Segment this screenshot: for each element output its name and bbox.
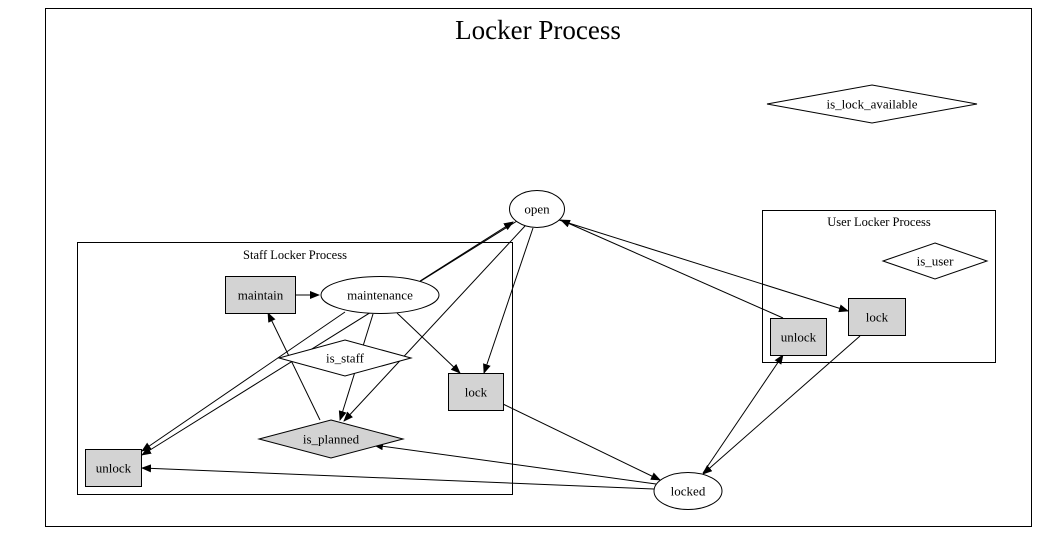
edge-locked-to-staff-unlock	[141, 464, 655, 490]
cluster-staff-label: Staff Locker Process	[243, 248, 347, 262]
node-is-lock-available-label: is_lock_available	[827, 97, 918, 112]
cluster-user-border	[762, 210, 996, 363]
node-is-user[interactable]: is_user	[881, 242, 989, 280]
edges	[141, 219, 861, 490]
node-maintenance[interactable]: maintenance	[320, 276, 440, 314]
edge-open-to-is-planned	[343, 225, 526, 422]
node-is-lock-available-shape	[766, 84, 978, 124]
edge-locked-to-is-planned	[373, 442, 657, 485]
node-is-staff-shape	[277, 339, 413, 377]
node-user-lock-shape	[848, 298, 906, 336]
node-user-lock[interactable]: lock	[848, 298, 906, 336]
edge-open-to-user-lock	[558, 219, 849, 313]
graph-frame	[45, 8, 1032, 527]
edge-maintenance-to-staff-lock	[396, 312, 461, 374]
node-staff-lock-shape	[448, 373, 504, 411]
edge-open-to-staff-unlock	[141, 220, 518, 456]
node-open-shape	[509, 190, 565, 228]
cluster-staff-border	[77, 242, 513, 495]
node-open[interactable]: open	[509, 190, 565, 228]
node-staff-lock[interactable]: lock	[448, 373, 504, 411]
node-is-planned-shape	[257, 419, 405, 459]
node-locked-label: locked	[671, 484, 706, 499]
node-staff-unlock-shape	[85, 449, 142, 487]
node-user-unlock-label: unlock	[781, 330, 817, 345]
node-is-staff[interactable]: is_staff	[277, 339, 413, 377]
node-is-user-label: is_user	[917, 254, 955, 269]
graph-title: Locker Process	[455, 15, 621, 45]
node-maintain[interactable]: maintain	[225, 276, 296, 314]
node-locked-shape	[653, 472, 723, 510]
edge-is-planned-to-maintain	[267, 312, 321, 421]
node-is-planned-label: is_planned	[303, 432, 360, 447]
edge-maintenance-to-staff-unlock	[141, 311, 346, 452]
node-maintenance-label: maintenance	[347, 288, 413, 303]
node-user-unlock[interactable]: unlock	[770, 318, 827, 356]
node-user-unlock-shape	[770, 318, 827, 356]
node-staff-unlock[interactable]: unlock	[85, 449, 142, 487]
node-user-lock-label: lock	[866, 310, 889, 325]
node-staff-unlock-label: unlock	[96, 461, 132, 476]
node-open-label: open	[524, 202, 550, 217]
cluster-staff: Staff Locker Process	[77, 242, 513, 495]
edge-user-unlock-to-open	[560, 219, 784, 319]
edge-user-lock-to-locked	[702, 335, 861, 475]
node-is-planned[interactable]: is_planned	[257, 419, 405, 459]
node-maintenance-shape	[320, 276, 440, 314]
node-is-user-shape	[881, 242, 989, 280]
node-locked[interactable]: locked	[653, 472, 723, 510]
edge-maintenance-to-open	[419, 221, 514, 282]
edge-staff-lock-to-locked	[502, 403, 661, 481]
node-is-staff-label: is_staff	[326, 351, 365, 366]
edge-locked-to-user-unlock	[702, 354, 784, 474]
cluster-user-label: User Locker Process	[827, 215, 931, 229]
node-maintain-shape	[225, 276, 296, 314]
edge-open-to-staff-lock	[483, 227, 534, 374]
cluster-user: User Locker Process	[762, 210, 996, 363]
node-maintain-label: maintain	[238, 288, 284, 303]
node-staff-lock-label: lock	[465, 385, 488, 400]
node-is-lock-available[interactable]: is_lock_available	[766, 84, 978, 124]
